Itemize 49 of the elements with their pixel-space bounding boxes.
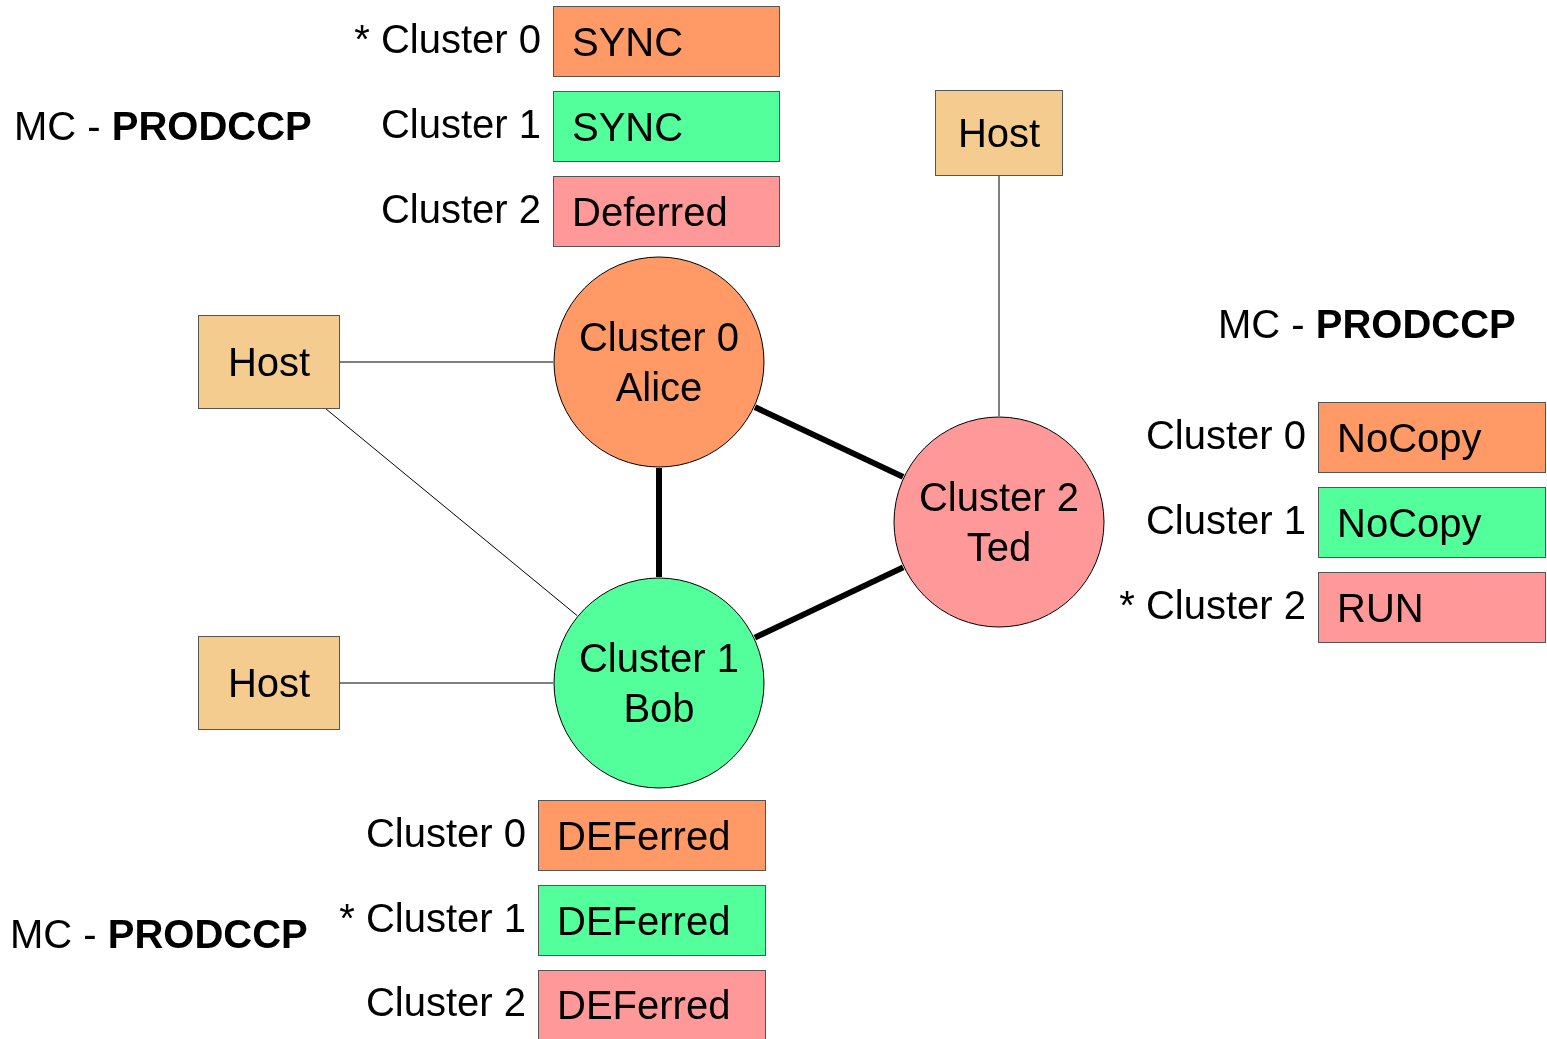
thick-link-line bbox=[753, 564, 905, 641]
status-box bbox=[1318, 402, 1546, 473]
link-line bbox=[339, 361, 554, 363]
node-label: Host bbox=[227, 660, 311, 707]
row-label: Cluster 1 bbox=[1145, 497, 1306, 543]
link-line bbox=[998, 175, 1000, 417]
node-label: Cluster 0 Alice bbox=[577, 314, 741, 411]
row-label: Cluster 2 bbox=[365, 980, 526, 1025]
host-box bbox=[935, 90, 1063, 176]
cluster-circle bbox=[893, 416, 1105, 628]
group-label: MC - PRODCCP bbox=[10, 912, 308, 957]
status-text: Deferred bbox=[572, 188, 728, 236]
status-text: DEFerred bbox=[557, 812, 731, 860]
status-text: SYNC bbox=[572, 103, 684, 151]
link-line bbox=[325, 408, 578, 617]
thick-link-line bbox=[753, 404, 905, 480]
status-box bbox=[1318, 572, 1546, 643]
row-label: Cluster 2 bbox=[380, 186, 541, 232]
cluster-circle bbox=[553, 256, 765, 468]
status-text: NoCopy bbox=[1337, 499, 1482, 547]
status-text: NoCopy bbox=[1337, 414, 1482, 462]
row-label: Cluster 1 bbox=[380, 101, 541, 147]
status-text: DEFerred bbox=[557, 982, 731, 1029]
group-label: MC - PRODCCP bbox=[14, 104, 312, 149]
status-box bbox=[1318, 487, 1546, 558]
cluster-circle bbox=[553, 577, 765, 789]
link-line bbox=[339, 682, 554, 684]
host-box bbox=[198, 315, 340, 409]
node-label: Host bbox=[957, 110, 1041, 157]
row-label: * Cluster 0 bbox=[354, 16, 541, 62]
row-label: * Cluster 2 bbox=[1119, 582, 1306, 628]
status-box bbox=[538, 970, 766, 1039]
status-box bbox=[553, 176, 780, 247]
status-text: DEFerred bbox=[557, 897, 731, 945]
status-box bbox=[538, 800, 766, 871]
node-label: Cluster 2 Ted bbox=[917, 474, 1081, 571]
row-label: Cluster 0 bbox=[365, 810, 526, 856]
thick-link-line bbox=[656, 468, 662, 577]
node-label: Host bbox=[227, 339, 311, 386]
node-label: Cluster 1 Bob bbox=[577, 635, 741, 732]
status-box bbox=[538, 885, 766, 956]
row-label: Cluster 0 bbox=[1145, 412, 1306, 458]
status-text: RUN bbox=[1337, 584, 1424, 632]
status-text: SYNC bbox=[572, 18, 684, 66]
row-label: * Cluster 1 bbox=[339, 895, 526, 941]
host-box bbox=[198, 636, 340, 730]
group-label: MC - PRODCCP bbox=[1218, 302, 1516, 347]
status-box bbox=[553, 91, 780, 162]
status-box bbox=[553, 6, 780, 77]
